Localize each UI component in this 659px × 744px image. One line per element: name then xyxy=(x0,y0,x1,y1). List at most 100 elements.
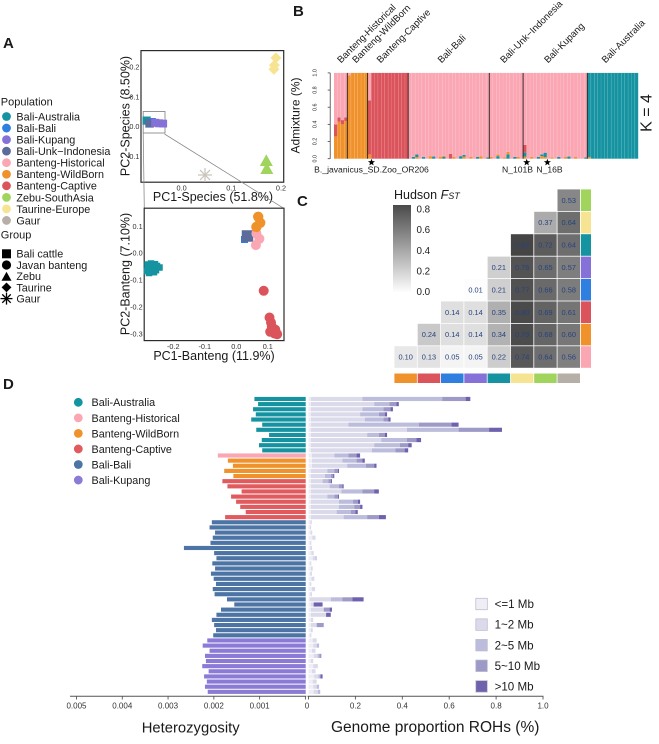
svg-text:N_16B: N_16B xyxy=(536,164,563,174)
svg-text:0.2: 0.2 xyxy=(276,184,286,193)
svg-text:Genome proportion ROHs (%): Genome proportion ROHs (%) xyxy=(331,719,539,736)
svg-text:0.003: 0.003 xyxy=(158,702,179,711)
svg-text:Zebu-SouthAsia: Zebu-SouthAsia xyxy=(16,192,93,204)
svg-text:-0.3: -0.3 xyxy=(130,329,143,338)
svg-text:-0.2: -0.2 xyxy=(130,303,143,312)
svg-text:5~10 Mb: 5~10 Mb xyxy=(495,660,540,673)
svg-text:PC1-Banteng (11.9%): PC1-Banteng (11.9%) xyxy=(153,349,274,363)
svg-text:Heterozygosity: Heterozygosity xyxy=(142,720,240,736)
svg-text:Taurine-Europe: Taurine-Europe xyxy=(16,204,90,216)
svg-text:0.10: 0.10 xyxy=(398,353,412,362)
svg-text:0.79: 0.79 xyxy=(515,330,529,339)
svg-text:0.0: 0.0 xyxy=(177,184,187,193)
svg-text:0.60: 0.60 xyxy=(562,330,576,339)
svg-text:Bali-Kupang: Bali-Kupang xyxy=(16,135,75,147)
svg-text:0.21: 0.21 xyxy=(492,285,506,294)
svg-text:0.0: 0.0 xyxy=(417,287,431,298)
svg-text:0.0: 0.0 xyxy=(129,122,139,131)
svg-text:0.77: 0.77 xyxy=(515,285,529,294)
svg-text:Bali-Bali: Bali-Bali xyxy=(436,33,469,66)
svg-text:Hudson FST: Hudson FST xyxy=(394,188,461,202)
svg-text:C: C xyxy=(297,193,308,210)
svg-text:Banteng-Captive: Banteng-Captive xyxy=(92,444,172,456)
svg-text:0.1: 0.1 xyxy=(129,92,139,101)
svg-text:<=1 Mb: <=1 Mb xyxy=(495,598,534,611)
svg-text:0.24: 0.24 xyxy=(422,330,436,339)
svg-text:0.76: 0.76 xyxy=(515,263,529,272)
svg-text:0.37: 0.37 xyxy=(538,218,552,227)
svg-text:Bali cattle: Bali cattle xyxy=(16,249,63,261)
svg-text:0.66: 0.66 xyxy=(538,285,552,294)
svg-text:0.004: 0.004 xyxy=(112,702,133,711)
svg-text:0.53: 0.53 xyxy=(562,196,576,205)
svg-text:0.22: 0.22 xyxy=(492,353,506,362)
svg-text:0.13: 0.13 xyxy=(422,353,436,362)
svg-text:0.1: 0.1 xyxy=(133,222,143,231)
svg-text:0.69: 0.69 xyxy=(538,308,552,317)
svg-text:0.05: 0.05 xyxy=(468,353,482,362)
svg-text:-0.1: -0.1 xyxy=(130,276,143,285)
svg-text:0.14: 0.14 xyxy=(468,308,482,317)
svg-text:0.64: 0.64 xyxy=(562,218,576,227)
svg-text:-0.1: -0.1 xyxy=(199,342,212,351)
svg-text:N_101B: N_101B xyxy=(502,164,533,174)
svg-text:Banteng-Historical: Banteng-Historical xyxy=(16,158,104,170)
svg-text:0.65: 0.65 xyxy=(538,263,552,272)
svg-text:0.68: 0.68 xyxy=(538,330,552,339)
svg-text:0.14: 0.14 xyxy=(468,330,482,339)
svg-text:0.0: 0.0 xyxy=(231,342,241,351)
svg-text:PC2-Species (8.50%): PC2-Species (8.50%) xyxy=(119,56,133,176)
svg-text:0.8: 0.8 xyxy=(417,205,431,216)
svg-text:Bali-Australia: Bali-Australia xyxy=(16,111,80,123)
svg-text:0.80: 0.80 xyxy=(515,308,529,317)
svg-text:0.1: 0.1 xyxy=(226,184,236,193)
svg-text:Bali-Kupang: Bali-Kupang xyxy=(542,21,587,66)
svg-text:2~5 Mb: 2~5 Mb xyxy=(495,639,534,652)
svg-text:0.6: 0.6 xyxy=(417,225,431,236)
svg-text:0.34: 0.34 xyxy=(492,330,506,339)
svg-text:Bali-Bali: Bali-Bali xyxy=(92,459,132,471)
svg-text:B._javanicus_SD.Zoo_OR206: B._javanicus_SD.Zoo_OR206 xyxy=(314,164,429,174)
svg-text:0.05: 0.05 xyxy=(445,353,459,362)
svg-text:0.005: 0.005 xyxy=(66,702,87,711)
svg-text:Bali-Bali: Bali-Bali xyxy=(16,123,56,135)
svg-text:Bali-Kupang: Bali-Kupang xyxy=(92,475,151,487)
svg-text:0.14: 0.14 xyxy=(445,330,459,339)
svg-text:0.4: 0.4 xyxy=(397,702,409,711)
svg-text:0.56: 0.56 xyxy=(562,353,576,362)
svg-text:Gaur: Gaur xyxy=(16,215,40,227)
svg-text:1.0: 1.0 xyxy=(537,702,549,711)
svg-text:-0.2: -0.2 xyxy=(167,342,180,351)
svg-text:>10 Mb: >10 Mb xyxy=(495,681,534,694)
svg-text:K = 4: K = 4 xyxy=(639,94,656,132)
svg-text:0.74: 0.74 xyxy=(515,353,529,362)
svg-text:B: B xyxy=(293,3,304,20)
svg-text:A: A xyxy=(3,35,14,52)
svg-text:0.1: 0.1 xyxy=(263,342,273,351)
svg-text:0.2: 0.2 xyxy=(417,266,431,277)
svg-text:0: 0 xyxy=(305,702,310,711)
svg-text:Bali-Australia: Bali-Australia xyxy=(600,17,648,65)
svg-text:0.6: 0.6 xyxy=(444,702,456,711)
svg-text:Banteng-Captive: Banteng-Captive xyxy=(16,181,96,193)
svg-text:1.0: 1.0 xyxy=(313,69,319,77)
svg-text:0.002: 0.002 xyxy=(204,702,225,711)
svg-text:D: D xyxy=(3,376,14,393)
svg-text:0.2: 0.2 xyxy=(313,138,319,146)
svg-text:Taurine: Taurine xyxy=(16,282,51,294)
svg-text:0.64: 0.64 xyxy=(538,353,552,362)
svg-text:0.14: 0.14 xyxy=(445,308,459,317)
svg-text:0.58: 0.58 xyxy=(562,285,576,294)
svg-text:Bali-Australia: Bali-Australia xyxy=(92,397,156,409)
svg-text:0.21: 0.21 xyxy=(492,263,506,272)
svg-text:0.01: 0.01 xyxy=(468,285,482,294)
svg-text:Bali-Unk−Indonesia: Bali-Unk−Indonesia xyxy=(16,146,110,158)
svg-text:-0.1: -0.1 xyxy=(127,152,140,161)
svg-text:0.4: 0.4 xyxy=(313,121,319,129)
svg-text:Gaur: Gaur xyxy=(16,294,40,306)
svg-text:Banteng-WildBorn: Banteng-WildBorn xyxy=(92,428,180,440)
svg-text:0.0: 0.0 xyxy=(133,249,143,258)
svg-text:0.8: 0.8 xyxy=(313,86,319,94)
svg-text:0.82: 0.82 xyxy=(515,241,529,250)
svg-text:0.64: 0.64 xyxy=(562,241,576,250)
